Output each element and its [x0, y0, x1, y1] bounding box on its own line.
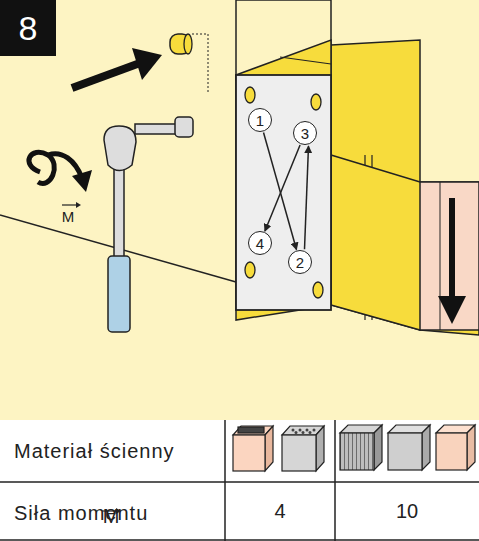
- step-circle: 4: [248, 231, 272, 255]
- table-header: Materiał ścienny: [14, 441, 175, 461]
- callout-number: 1: [256, 113, 264, 128]
- step-circle: 3: [293, 121, 317, 145]
- table-cell: 10: [396, 501, 418, 521]
- step-number: 8: [19, 11, 38, 45]
- moment-symbol: M: [62, 209, 75, 224]
- table-cell: 4: [274, 501, 285, 521]
- sequence-arrow: [264, 133, 297, 250]
- callout-number: 2: [296, 255, 304, 270]
- step-circle: 2: [288, 250, 312, 274]
- step-circle: 1: [248, 108, 272, 132]
- callout-number: 3: [301, 126, 309, 141]
- callout-number: 4: [256, 236, 264, 251]
- sequence-arrow: [265, 145, 300, 231]
- moment-symbol: M: [103, 506, 120, 526]
- sequence-arrow: [305, 146, 309, 249]
- table-header: Siła momentu: [14, 503, 148, 523]
